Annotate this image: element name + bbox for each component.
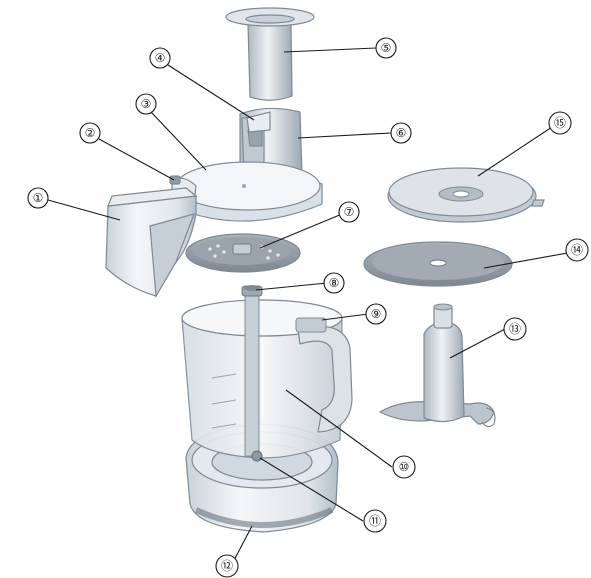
callout-13: ⑬ [503, 317, 527, 341]
callout-6: ⑥ [390, 122, 412, 144]
leader-12 [231, 525, 253, 565]
leader-4 [167, 64, 255, 121]
callout-7: ⑦ [338, 201, 360, 223]
slicing-disc [185, 233, 301, 273]
callout-4-label: ④ [155, 51, 166, 65]
emulsifying-disc [363, 241, 513, 287]
callout-11-label: ⑪ [369, 514, 381, 528]
leader-6 [297, 132, 392, 139]
callout-3: ③ [135, 93, 157, 115]
callout-2: ② [79, 122, 101, 144]
callout-5: ⑤ [375, 37, 397, 59]
chopping-blade [378, 303, 496, 428]
leader-3 [150, 111, 207, 171]
callout-10: ⑩ [392, 455, 416, 479]
callout-1: ① [27, 187, 49, 209]
callout-12-label: ⑫ [221, 559, 233, 573]
callout-15-label: ⑮ [554, 116, 566, 130]
callout-9: ⑨ [365, 303, 387, 325]
bowl-lid [387, 167, 545, 223]
callout-2-label: ② [85, 126, 96, 140]
callouts: ① ② ③ ④ ⑤ ⑥ ⑦ ⑧ [27, 37, 589, 578]
callout-10-label: ⑩ [399, 460, 410, 474]
drive-shaft [241, 285, 263, 462]
leader-10 [285, 389, 393, 468]
leader-11 [259, 457, 364, 522]
callout-13-label: ⑬ [509, 322, 521, 336]
housing-cover [105, 187, 198, 298]
callout-8: ⑧ [323, 272, 345, 294]
pusher [225, 7, 315, 101]
leader-8 [255, 282, 328, 291]
leader-2 [98, 138, 175, 181]
work-bowl [181, 299, 353, 459]
leader-1 [47, 199, 121, 221]
callout-9-label: ⑨ [371, 307, 382, 321]
callout-14: ⑭ [565, 238, 589, 262]
callout-12: ⑫ [215, 554, 239, 578]
leader-9 [321, 313, 369, 321]
callout-11: ⑪ [363, 509, 387, 533]
callout-3-label: ③ [141, 97, 152, 111]
callout-1-label: ① [33, 191, 44, 205]
leader-13 [449, 328, 506, 359]
leader-7 [259, 213, 343, 249]
callout-7-label: ⑦ [344, 205, 355, 219]
leader-15 [477, 126, 553, 177]
callout-5-label: ⑤ [381, 41, 392, 55]
callout-15: ⑮ [548, 111, 572, 135]
callout-6-label: ⑥ [396, 126, 407, 140]
leader-14 [483, 251, 574, 269]
leader-5 [283, 47, 377, 53]
callout-14-label: ⑭ [571, 243, 583, 257]
callout-4: ④ [149, 47, 171, 69]
lid [169, 161, 323, 222]
callout-8-label: ⑧ [329, 276, 340, 290]
leader-lines [47, 47, 574, 565]
